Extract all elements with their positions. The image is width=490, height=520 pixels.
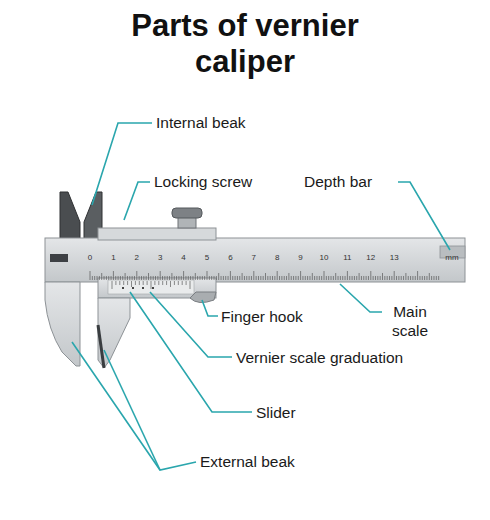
scale-number: 7 (252, 253, 256, 262)
scale-number: 3 (158, 253, 162, 262)
scale-number: 13 (390, 253, 399, 262)
external-beak-moving (98, 298, 130, 368)
part-label: Locking screw (154, 172, 252, 191)
leader-external-fixed (72, 342, 196, 470)
part-label: External beak (200, 452, 295, 471)
part-label: Main scale (386, 302, 434, 340)
scale-number: 1 (111, 253, 115, 262)
leader-locking-screw (124, 182, 150, 220)
scale-number: 4 (181, 253, 185, 262)
leader-internal-beak (92, 123, 152, 205)
scale-number: 11 (343, 253, 351, 262)
part-label: Internal beak (156, 113, 246, 132)
slider-top (98, 228, 216, 240)
leader-depth-bar (398, 182, 450, 250)
part-label: Slider (256, 403, 296, 422)
scale-number: 10 (320, 253, 329, 262)
brand-mark (50, 254, 68, 262)
leader-vernier (150, 292, 232, 357)
vernier-plate (108, 280, 194, 294)
jaw-edge (98, 325, 104, 368)
scale-number: 6 (228, 253, 232, 262)
scale-number: 8 (275, 253, 279, 262)
leader-finger-hook (202, 300, 218, 316)
part-label: Depth bar (304, 172, 372, 191)
scale-number: 12 (366, 253, 375, 262)
leader-external-moving (104, 350, 160, 470)
scale-number: 2 (135, 253, 139, 262)
scale-ticks (90, 271, 439, 289)
scale-number: 0 (88, 253, 92, 262)
scale-number: 9 (298, 253, 302, 262)
diagram-title: Parts of vernier caliper (80, 8, 410, 80)
leader-lines (72, 123, 450, 470)
scale-number: mm (445, 253, 458, 262)
locking-screw-knob (172, 208, 202, 218)
main-beam (45, 238, 465, 282)
external-beak-fixed (45, 282, 80, 366)
scale-number: 5 (205, 253, 209, 262)
part-label: Vernier scale graduation (236, 348, 403, 367)
internal-beak-fixed (60, 192, 80, 240)
leader-main-scale (340, 284, 382, 312)
part-label: Finger hook (221, 307, 303, 326)
